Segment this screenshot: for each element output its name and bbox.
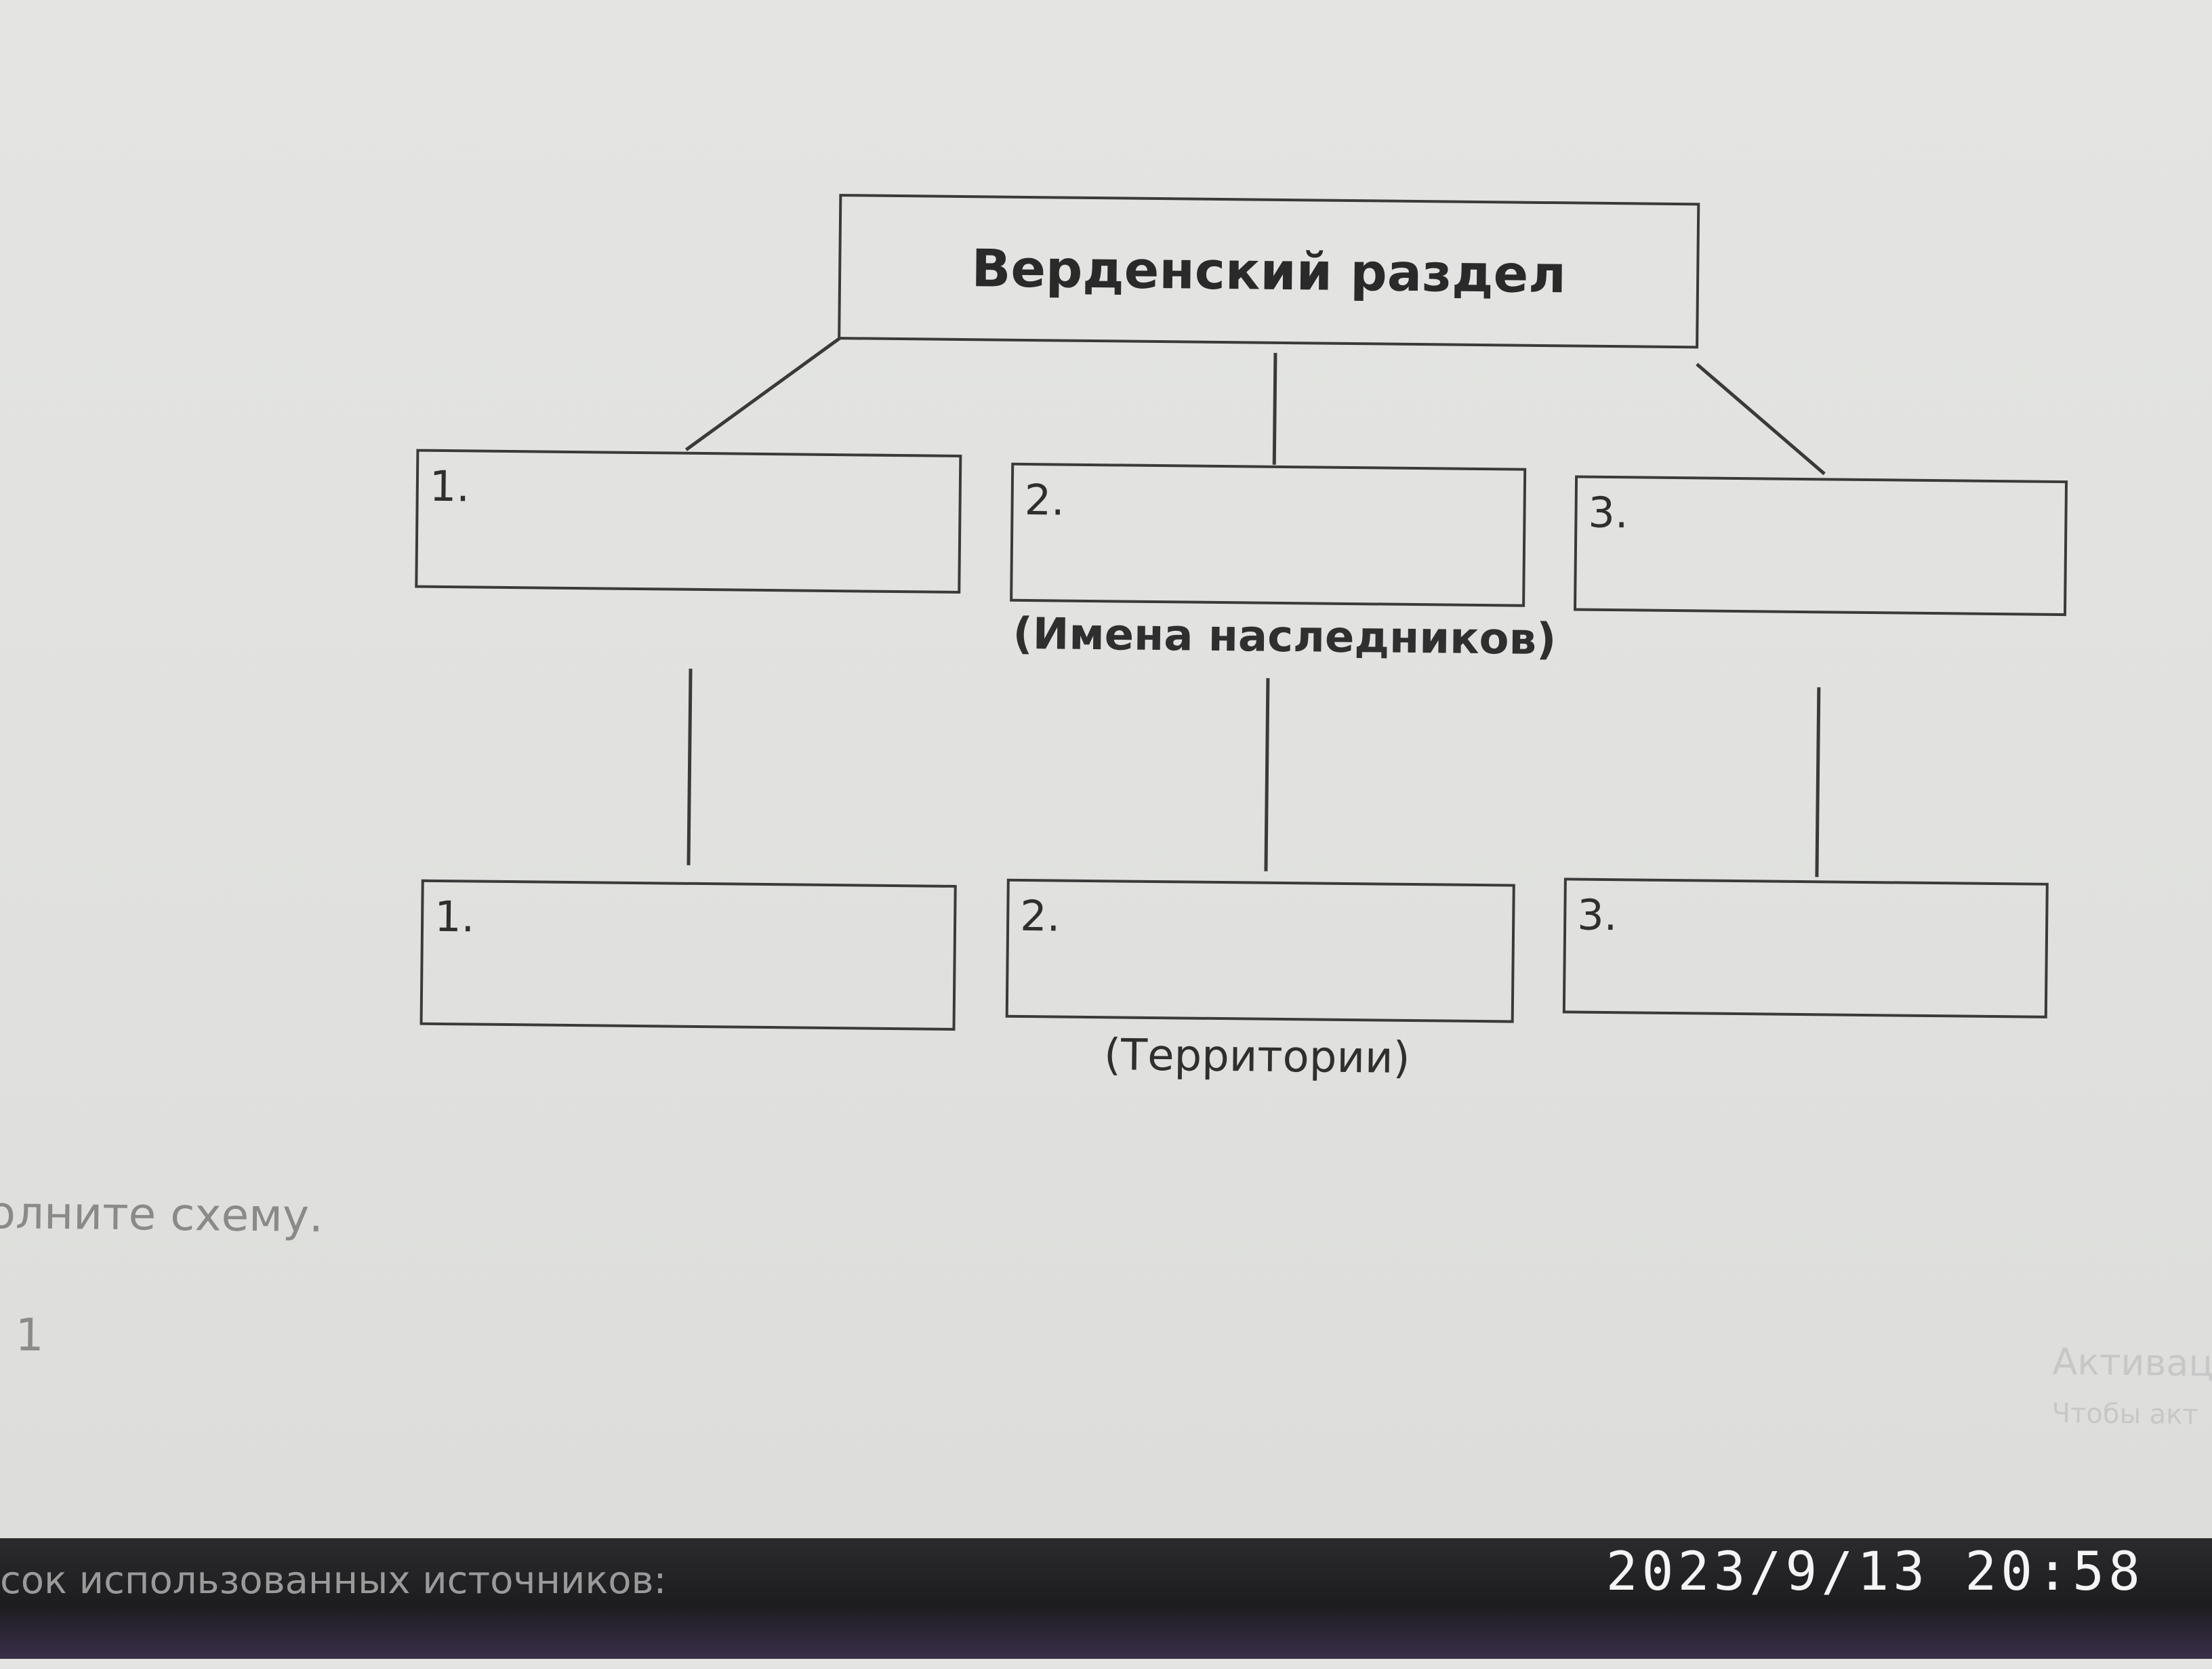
heirs-caption: (Имена наследников) [1012, 609, 1557, 665]
root-box: Верденский раздел [838, 194, 1700, 349]
connector-heir-territory-2 [1264, 678, 1270, 871]
activation-watermark-subtitle: Чтобы акт [2051, 1397, 2199, 1431]
heir-box-3[interactable]: 3. [1574, 475, 2068, 617]
sources-footer-text: сок использованных источников: [0, 1559, 667, 1603]
connector-heir-territory-3 [1815, 687, 1821, 878]
instruction-text: олните схему. [0, 1187, 324, 1243]
photo-timestamp: 2023/9/13 20:58 [1605, 1542, 2144, 1603]
connector-root-heir-1 [684, 337, 841, 451]
connector-root-heir-3 [1696, 363, 1826, 476]
heir-box-2[interactable]: 2. [1010, 462, 1527, 607]
item-label: . 1 [0, 1309, 45, 1361]
territory-box-3[interactable]: 3. [1562, 878, 2049, 1018]
taskbar [0, 1538, 2212, 1659]
territory-number-1: 1. [434, 891, 475, 942]
heir-number-1: 1. [429, 461, 470, 512]
territory-number-3: 3. [1576, 890, 1618, 941]
heir-number-2: 2. [1024, 474, 1065, 525]
heir-box-1[interactable]: 1. [415, 449, 962, 594]
activation-watermark-title: Активац [2052, 1340, 2212, 1385]
root-label: Верденский раздел [971, 238, 1567, 305]
territory-box-2[interactable]: 2. [1005, 878, 1515, 1023]
territories-caption: (Территории) [1103, 1030, 1410, 1084]
connector-root-heir-2 [1272, 352, 1277, 465]
territory-number-2: 2. [1019, 890, 1061, 941]
territory-box-1[interactable]: 1. [419, 879, 957, 1031]
heir-number-3: 3. [1588, 487, 1629, 538]
connector-heir-territory-1 [687, 668, 693, 865]
